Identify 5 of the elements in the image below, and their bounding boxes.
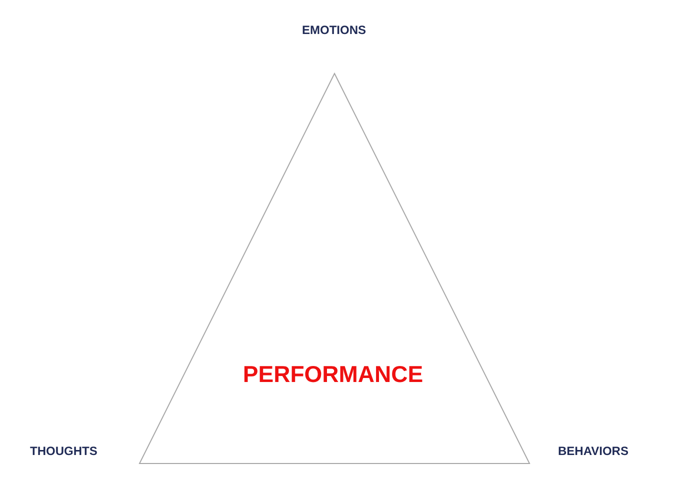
corner-label: BEHAVIORS [558,444,628,458]
triangle-shape [139,73,530,464]
corner-label: EMOTIONS [302,23,366,37]
triangle-label: PERFORMANCE [242,361,424,388]
corner-label: THOUGHTS [30,444,98,458]
